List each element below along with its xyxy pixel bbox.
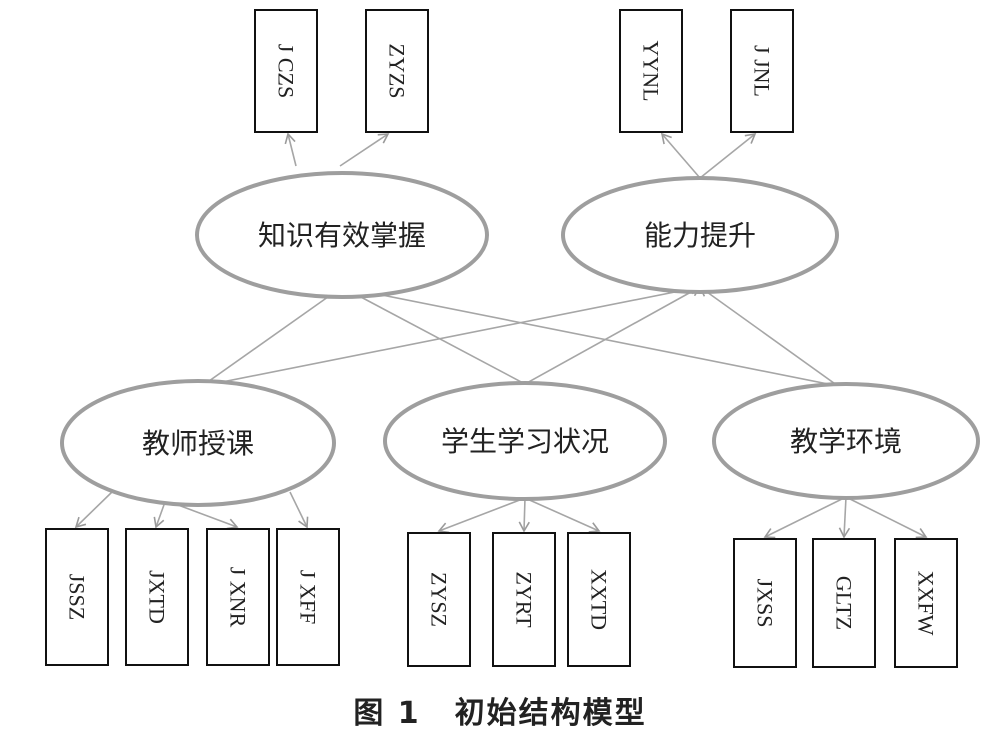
figure-title: 初始结构模型 (454, 696, 647, 731)
arrow-connector (699, 132, 757, 179)
ellipse-node: 教师授课 (60, 379, 336, 507)
arrow-connector (340, 283, 839, 387)
arrow-connector (845, 496, 928, 539)
box-label: JXTD (145, 570, 170, 624)
box-shape (733, 538, 797, 668)
box-label: JXSS (753, 579, 778, 628)
box-label: XXTD (587, 569, 612, 630)
box-shape (125, 528, 189, 666)
indicator-box: JSSZ (45, 528, 109, 666)
box-label: ZYSZ (427, 572, 452, 627)
box-label: ZYRT (512, 571, 537, 628)
arrow-connector (289, 491, 309, 529)
box-shape (45, 528, 109, 666)
arrow-connector (437, 497, 526, 534)
ellipse-shape (195, 171, 489, 299)
indicator-box: J CZS (254, 9, 318, 133)
indicator-box: XXTD (567, 532, 631, 667)
arrow-connector (201, 283, 702, 387)
indicator-box: XXFW (894, 538, 958, 668)
indicator-box: J XNR (206, 528, 270, 666)
ellipse-shape (60, 379, 336, 507)
ellipse-shape (561, 176, 839, 294)
arrow-connector (660, 132, 701, 179)
box-label: ZYZS (385, 44, 410, 99)
box-label: JSSZ (65, 574, 90, 620)
ellipse-label: 知识有效掌握 (258, 219, 426, 252)
box-shape (407, 532, 471, 667)
ellipse-node: 能力提升 (561, 176, 839, 294)
arrow-connector (74, 491, 113, 529)
box-label: YYNL (639, 40, 664, 101)
ellipse-node: 教学环境 (712, 382, 980, 500)
box-label: XXFW (914, 571, 939, 636)
ellipse-label: 教学环境 (790, 425, 902, 458)
arrow-connector (838, 496, 851, 539)
indicator-box: ZYRT (492, 532, 556, 667)
ellipse-shape (712, 382, 980, 500)
indicator-box: YYNL (619, 9, 683, 133)
arrow-connector (340, 285, 526, 385)
arrow-connector (524, 497, 601, 533)
arrow-connector (201, 286, 344, 387)
arrow-connector (524, 286, 702, 385)
arrow-connector (763, 496, 847, 539)
arrow-connector (339, 133, 390, 167)
box-shape (730, 9, 794, 133)
arrow-connector (698, 286, 839, 387)
box-shape (492, 532, 556, 667)
indicator-box: J XFF (276, 528, 340, 666)
box-shape (206, 528, 270, 666)
box-shape (276, 528, 340, 666)
figure-caption: 图 1 初始结构模型 (0, 688, 1000, 732)
box-label: GLTZ (832, 576, 857, 630)
box-shape (567, 532, 631, 667)
arrow-connector (284, 132, 297, 167)
box-shape (619, 9, 683, 133)
ellipse-node: 学生学习状况 (383, 381, 667, 501)
ellipse-shape (383, 381, 667, 501)
box-nodes: J CZS ZYZS YYNL J JNL JSSZ JXTD J XNR J XFF ZYSZ… (45, 9, 958, 668)
box-shape (894, 538, 958, 668)
ellipse-label: 教师授课 (142, 427, 254, 460)
indicator-box: ZYZS (365, 9, 429, 133)
figure-number: 图 1 (353, 696, 421, 731)
arrow-connector (153, 501, 166, 529)
box-shape (254, 9, 318, 133)
indicator-box: GLTZ (812, 538, 876, 668)
indicator-box: ZYSZ (407, 532, 471, 667)
arrow-connector (518, 497, 530, 533)
indicator-box: JXSS (733, 538, 797, 668)
box-shape (365, 9, 429, 133)
box-shape (812, 538, 876, 668)
box-label: J CZS (274, 44, 299, 98)
indicator-box: JXTD (125, 528, 189, 666)
box-label: J JNL (750, 45, 775, 97)
ellipse-node: 知识有效掌握 (195, 171, 489, 299)
connector-arrows (74, 132, 928, 539)
indicator-box: J JNL (730, 9, 794, 133)
box-label: J XNR (226, 567, 251, 628)
ellipse-label: 学生学习状况 (441, 425, 609, 458)
ellipse-label: 能力提升 (644, 219, 756, 252)
box-label: J XFF (296, 570, 321, 624)
